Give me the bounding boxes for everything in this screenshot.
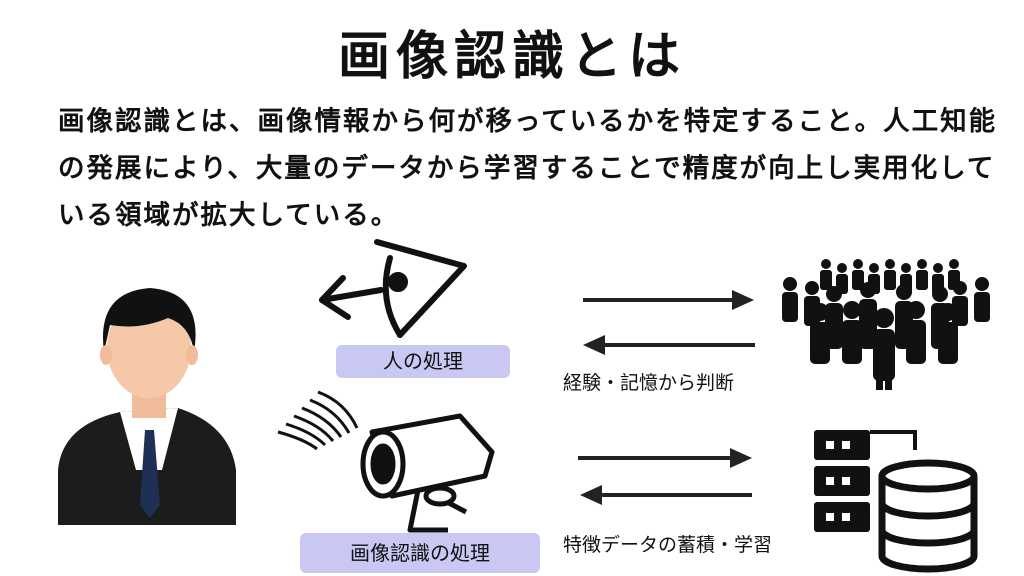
- person-icon: [58, 288, 236, 525]
- page-title: 画像認識とは: [337, 27, 686, 87]
- signal-waves-icon: [277, 390, 359, 451]
- description-text: 画像認識とは、画像情報から何が移っているかを特定すること。人工知能の発展により、…: [58, 106, 998, 231]
- arrow-left-top: [583, 335, 755, 355]
- human-process-label: 人の処理: [336, 345, 510, 378]
- security-camera-icon: [360, 413, 495, 533]
- arrow-left-bottom: [580, 485, 752, 505]
- crowd-icon: [782, 259, 990, 390]
- ai-process-note: 特徴データの蓄積・学習: [563, 534, 773, 556]
- eye-icon: [319, 239, 467, 338]
- arrow-right-bottom: [578, 448, 752, 468]
- ai-process-label: 画像認識の処理: [300, 533, 540, 573]
- database-server-icon: [814, 430, 978, 573]
- arrow-right-top: [583, 290, 754, 310]
- human-process-note: 経験・記憶から判断: [563, 372, 735, 394]
